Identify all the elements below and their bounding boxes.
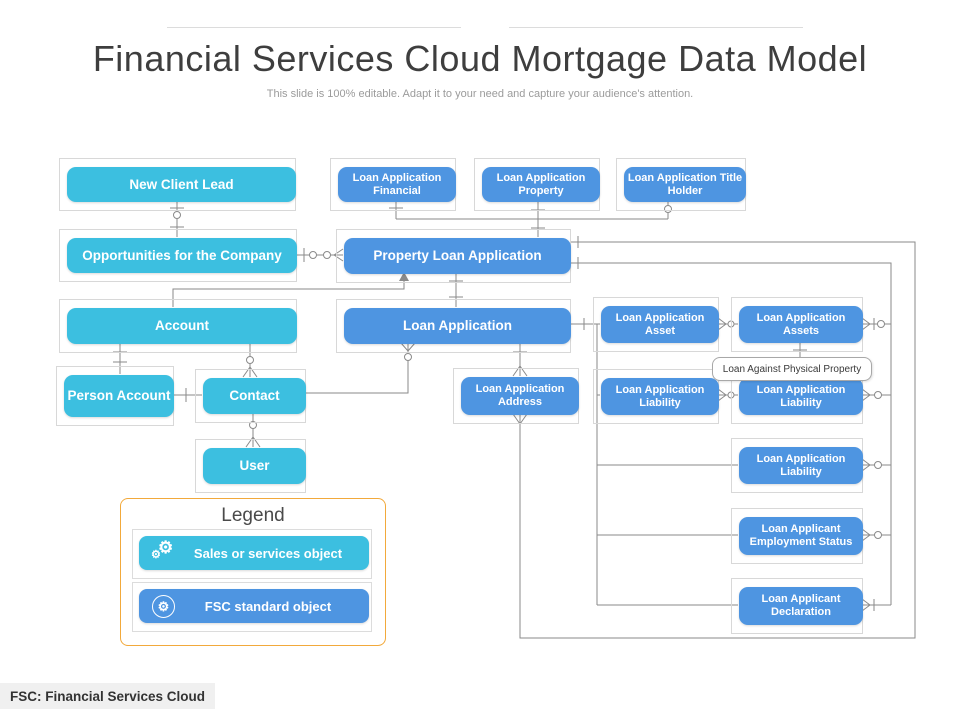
edge-liability3-loop <box>861 458 891 472</box>
edge-person-account-contact <box>173 388 202 402</box>
edge-property-loan-application-inner-loop <box>570 257 892 605</box>
decorative-line-right <box>509 27 803 28</box>
legend-item-outline <box>132 582 372 632</box>
edge-opportunities-property-loan-application <box>296 248 344 262</box>
footer-note-text: FSC: Financial Services Cloud <box>10 688 206 704</box>
node-label: Loan Application Financial <box>352 171 442 197</box>
node-loan-application-asset: Loan Application Asset <box>593 297 719 352</box>
legend: Legend ⚙⚙ Sales or services object ⚙ FSC… <box>120 498 386 646</box>
legend-item-sales-or-services: ⚙⚙ Sales or services object <box>139 536 369 570</box>
legend-item-label: Sales or services object <box>193 545 343 561</box>
node-label: Loan Application Assets <box>756 311 846 337</box>
node-loan-applicant-employment-status: Loan Applicant Employment Status <box>731 508 863 564</box>
node-label: Loan Application Address <box>475 383 565 408</box>
annotation-loan-against-physical-property: Loan Against Physical Property <box>712 357 872 381</box>
edge-property-loan-application-loan-application <box>449 273 463 307</box>
edge-contact-user <box>245 413 261 448</box>
node-loan-application: Loan Application <box>336 299 571 353</box>
edge-declaration-loop <box>861 598 891 612</box>
node-loan-application-liability-3: Loan Application Liability <box>731 438 863 493</box>
node-opportunities: Opportunities for the Company <box>59 229 297 282</box>
edge-contact-loan-application <box>305 342 416 394</box>
decorative-line-left <box>167 27 461 28</box>
edge-loan-application-right-grid <box>570 318 738 606</box>
edge-liability2-loop <box>861 388 891 402</box>
node-label: User <box>239 458 270 474</box>
legend-title: Legend <box>221 505 285 526</box>
node-label: Loan Application <box>403 318 512 334</box>
legend-item-label: FSC standard object <box>204 598 332 614</box>
node-label: Loan Application Liability <box>756 452 846 478</box>
node-person-account: Person Account <box>56 366 174 426</box>
edge-employment-status-loop <box>861 528 891 542</box>
node-loan-application-liability-1: Loan Application Liability <box>593 369 719 424</box>
edge-address-bottom-loop <box>512 236 916 639</box>
edge-account-property-loan-application <box>172 272 409 307</box>
edge-account-contact <box>242 343 258 378</box>
legend-item-fsc-standard: ⚙ FSC standard object <box>139 589 369 623</box>
node-loan-application-address: Loan Application Address <box>453 368 579 424</box>
node-label: Loan Applicant Employment Status <box>749 523 853 548</box>
node-label: Opportunities for the Company <box>82 247 282 263</box>
node-label: Contact <box>229 388 280 404</box>
node-user: User <box>195 439 306 493</box>
node-contact: Contact <box>195 369 306 423</box>
page-title: Financial Services Cloud Mortgage Data M… <box>92 38 868 79</box>
node-label: Loan Applicant Declaration <box>761 593 841 618</box>
page-subtitle: This slide is 100% editable. Adapt it to… <box>266 88 694 100</box>
node-label: Loan Application Property <box>496 171 586 197</box>
node-loan-application-financial: Loan Application Financial <box>330 158 456 211</box>
node-label: Loan Application Title Holder <box>627 171 743 197</box>
node-loan-application-assets: Loan Application Assets <box>731 297 863 352</box>
gears-icon: ⚙⚙ <box>151 538 174 561</box>
edge-new-client-lead-opportunities <box>170 201 184 237</box>
node-label: Loan Application Asset <box>615 311 705 337</box>
footer-note: FSC: Financial Services Cloud <box>0 683 215 709</box>
node-label: Loan Application Liability <box>756 383 846 409</box>
node-loan-application-title-holder: Loan Application Title Holder <box>616 158 746 211</box>
edge-assets-loop <box>861 317 891 331</box>
node-label: Loan Application Liability <box>615 383 705 409</box>
node-loan-applicant-declaration: Loan Applicant Declaration <box>731 578 863 634</box>
edge-assets-loan-against-label <box>793 343 807 357</box>
annotation-text: Loan Against Physical Property <box>722 363 862 375</box>
node-label: Property Loan Application <box>373 248 542 264</box>
node-account: Account <box>59 299 297 353</box>
node-new-client-lead: New Client Lead <box>59 158 296 211</box>
node-loan-application-property: Loan Application Property <box>474 158 600 211</box>
node-property-loan-application: Property Loan Application <box>336 229 571 283</box>
gear-circle-icon: ⚙ <box>151 593 177 619</box>
node-label: Account <box>155 318 209 334</box>
node-label: Person Account <box>67 388 171 404</box>
legend-item-outline <box>132 529 372 579</box>
node-label: New Client Lead <box>129 176 234 192</box>
